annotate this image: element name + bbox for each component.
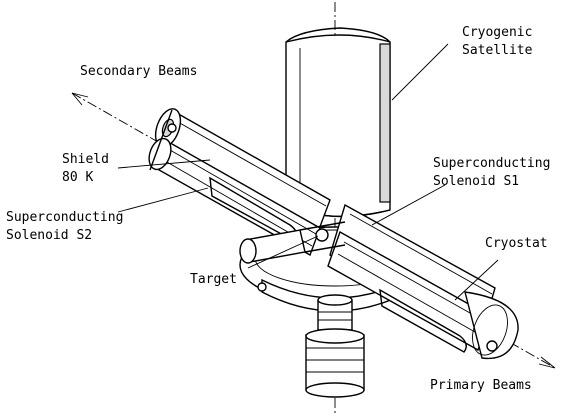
- label-target: Target: [190, 272, 237, 287]
- label-secondary-beams: Secondary Beams: [80, 64, 197, 79]
- solenoid-s1-assembly: [327, 203, 519, 360]
- cryogenic-satellite: [285, 27, 391, 218]
- primary-beam-arrow: [538, 356, 556, 369]
- label-shield-temp: 80 K: [62, 170, 93, 185]
- label-shield: Shield: [62, 152, 109, 167]
- label-sc-s2-line2: Solenoid S2: [6, 228, 92, 243]
- target-region: [239, 221, 346, 264]
- label-sc-s1-line1: Superconducting: [433, 156, 550, 171]
- label-cryostat: Cryostat: [485, 236, 548, 251]
- label-cryogenic: Cryogenic: [462, 25, 532, 40]
- leader-lines: [117, 43, 499, 301]
- secondary-beam-arrow: [71, 92, 89, 106]
- label-sc-s1-line2: Solenoid S1: [433, 174, 519, 189]
- label-sc-s2-line1: Superconducting: [6, 210, 123, 225]
- solenoid-s2-assembly: [148, 108, 331, 257]
- label-primary-beams: Primary Beams: [430, 378, 532, 393]
- label-satellite: Satellite: [462, 43, 533, 58]
